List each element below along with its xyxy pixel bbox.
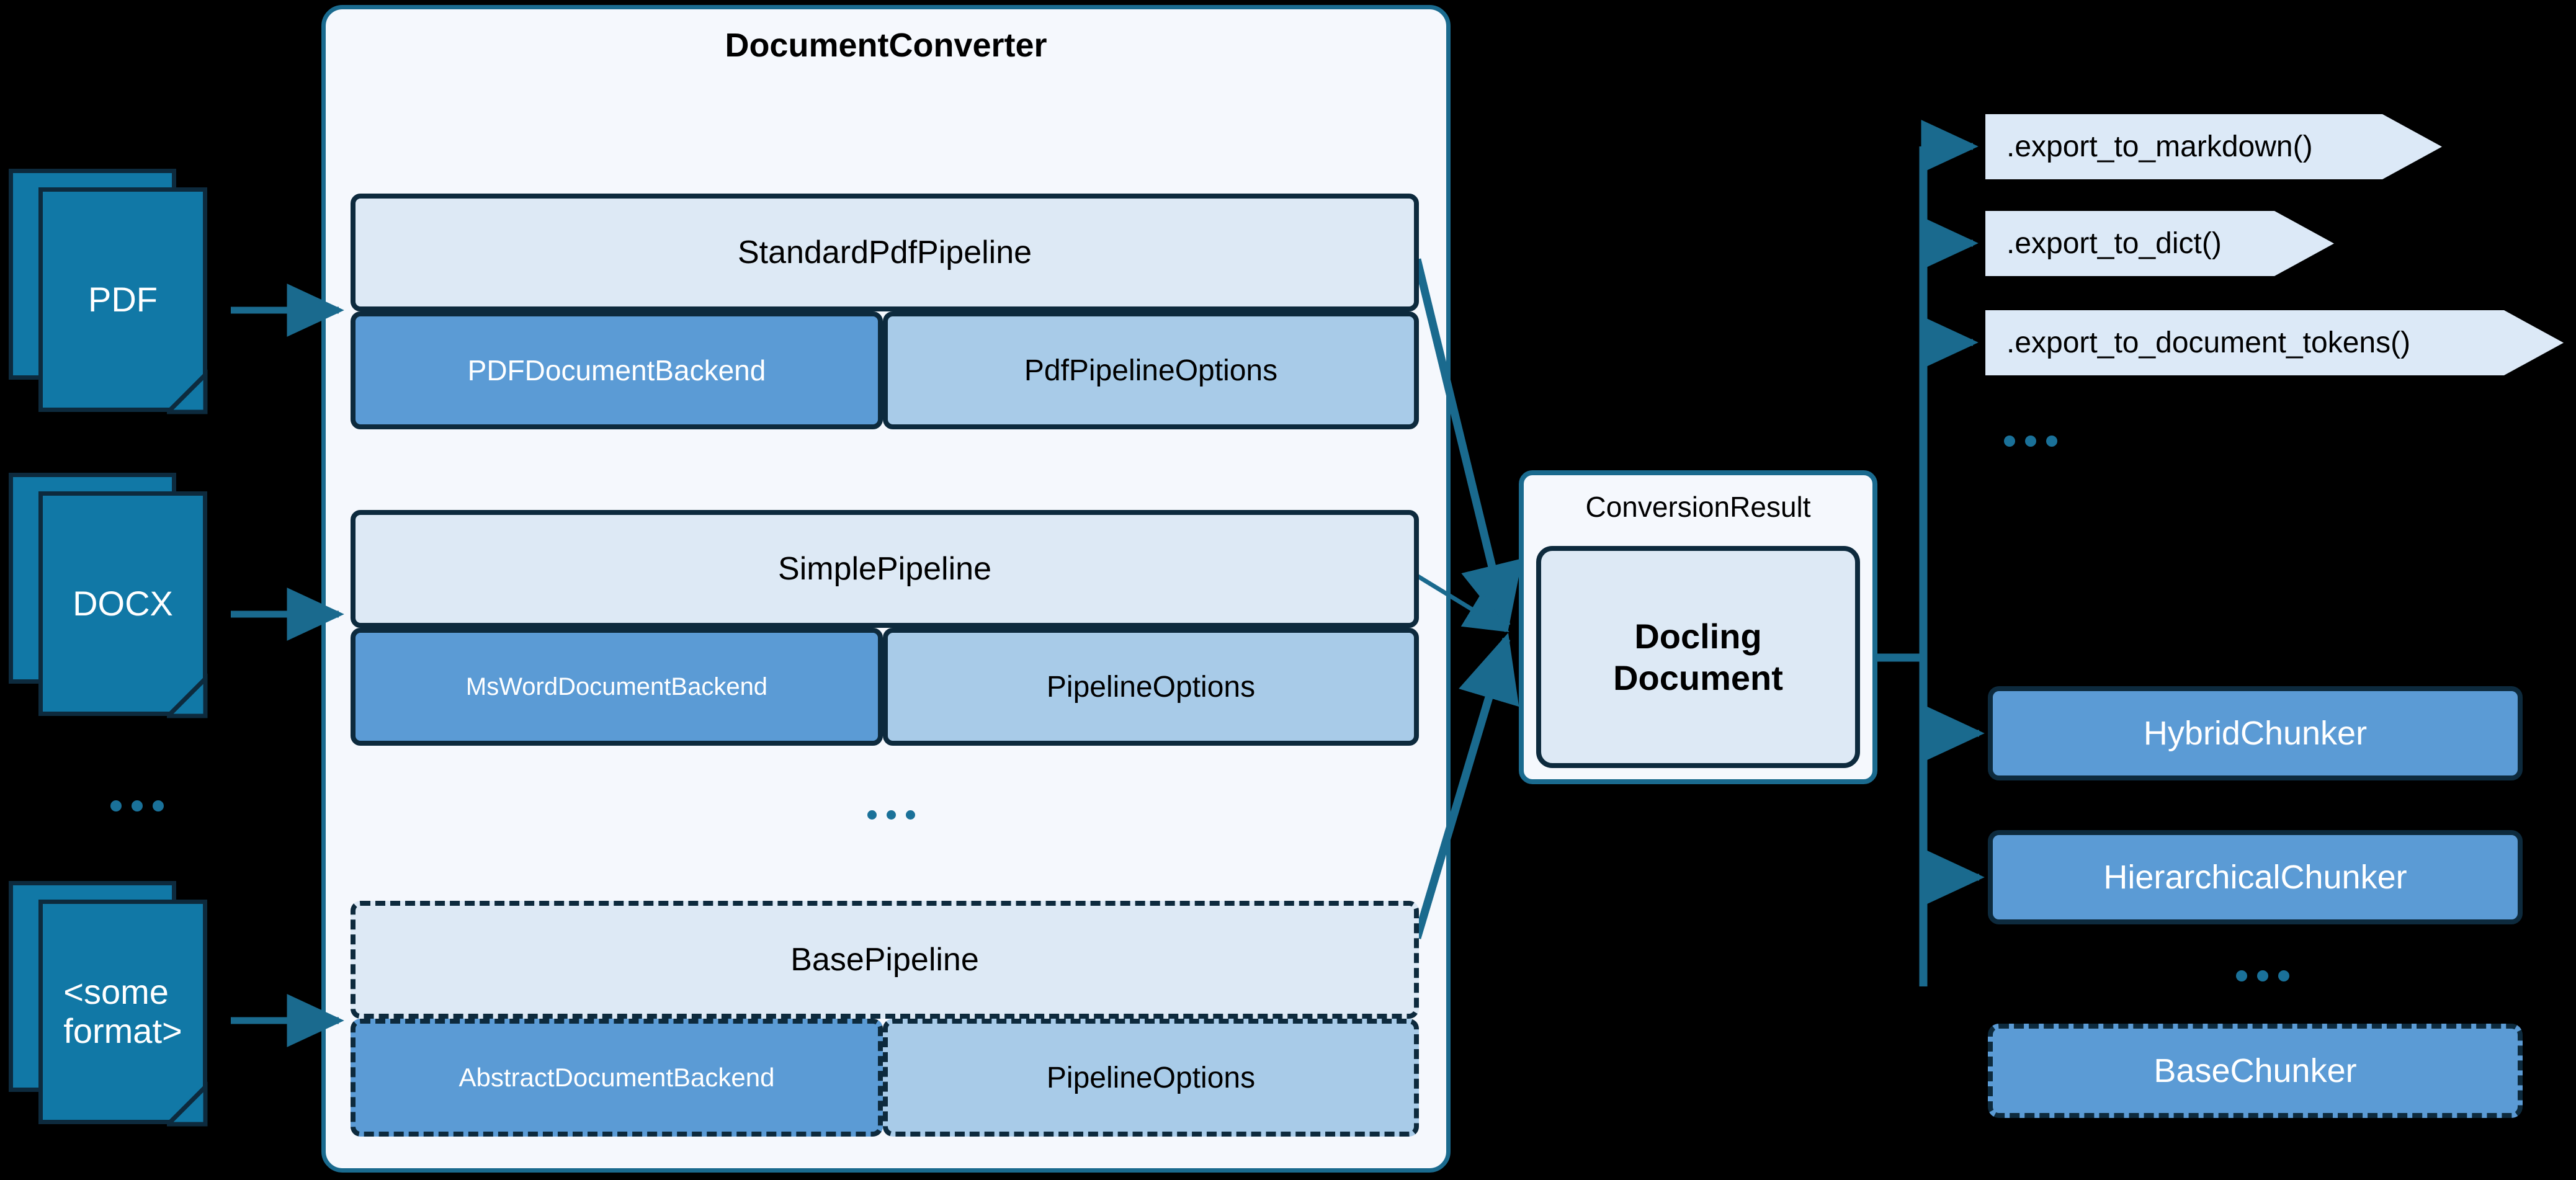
doc-front-sheet: <some format> — [38, 900, 207, 1124]
chunker-hybrid[interactable]: HybridChunker — [1988, 686, 2523, 780]
document-converter-title: DocumentConverter — [725, 27, 1047, 64]
options-name: PdfPipelineOptions — [1024, 354, 1278, 387]
input-doc-docx[interactable]: DOCX — [9, 473, 257, 733]
pipeline-list-ellipsis — [867, 810, 915, 820]
pipeline-name: StandardPdfPipeline — [737, 235, 1032, 270]
pipeline-standardpdfpipeline-options[interactable]: PdfPipelineOptions — [883, 311, 1419, 429]
export-label: .export_to_markdown() — [2006, 130, 2313, 163]
pipeline-simplepipeline-backend[interactable]: MsWordDocumentBackend — [351, 628, 883, 746]
docling-document-label: Docling Document — [1613, 616, 1783, 697]
pipeline-standardpdfpipeline-header[interactable]: StandardPdfPipeline — [351, 194, 1419, 311]
input-list-ellipsis — [110, 800, 164, 811]
input-doc-other-format[interactable]: <some format> — [9, 881, 257, 1142]
export-dict-chevron[interactable]: .export_to_dict() — [1985, 211, 2334, 276]
export-document-tokens-chevron[interactable]: .export_to_document_tokens() — [1985, 310, 2564, 375]
conversion-result-label: ConversionResult — [1585, 491, 1811, 523]
doc-fold-corner — [167, 673, 208, 718]
options-name: PipelineOptions — [1046, 670, 1256, 704]
options-name: PipelineOptions — [1046, 1061, 1256, 1094]
backend-name: MsWordDocumentBackend — [465, 673, 768, 700]
pipeline-name: SimplePipeline — [778, 551, 991, 587]
pipeline-name: BasePipeline — [790, 942, 979, 978]
chunker-hierarchical[interactable]: HierarchicalChunker — [1988, 830, 2523, 924]
backend-name: PDFDocumentBackend — [467, 354, 766, 387]
chunker-list-ellipsis — [2236, 970, 2289, 981]
pipeline-basepipeline-header[interactable]: BasePipeline — [351, 901, 1419, 1019]
doc-front-sheet: PDF — [38, 187, 207, 412]
input-doc-label: <some format> — [63, 972, 182, 1050]
docling-document-node[interactable]: Docling Document — [1536, 546, 1860, 768]
chunker-label: HierarchicalChunker — [2103, 859, 2407, 896]
pipeline-standardpdfpipeline-backend[interactable]: PDFDocumentBackend — [351, 311, 883, 429]
doc-front-sheet: DOCX — [38, 491, 207, 716]
input-doc-label: PDF — [88, 279, 158, 319]
backend-name: AbstractDocumentBackend — [458, 1063, 775, 1092]
input-doc-label: DOCX — [73, 583, 173, 623]
chunker-base[interactable]: BaseChunker — [1988, 1024, 2523, 1118]
chunker-label: BaseChunker — [2153, 1052, 2357, 1089]
doc-fold-corner — [167, 369, 208, 414]
input-doc-pdf[interactable]: PDF — [9, 169, 257, 429]
export-list-ellipsis — [2004, 436, 2057, 447]
doc-fold-corner — [167, 1081, 208, 1127]
pipeline-basepipeline-options[interactable]: PipelineOptions — [883, 1019, 1419, 1137]
pipeline-basepipeline-backend[interactable]: AbstractDocumentBackend — [351, 1019, 883, 1137]
export-markdown-chevron[interactable]: .export_to_markdown() — [1985, 114, 2442, 179]
export-label: .export_to_document_tokens() — [2006, 326, 2411, 359]
pipeline-simplepipeline-options[interactable]: PipelineOptions — [883, 628, 1419, 746]
chunker-label: HybridChunker — [2143, 715, 2368, 752]
export-label: .export_to_dict() — [2006, 227, 2222, 260]
pipeline-simplepipeline-header[interactable]: SimplePipeline — [351, 510, 1419, 628]
